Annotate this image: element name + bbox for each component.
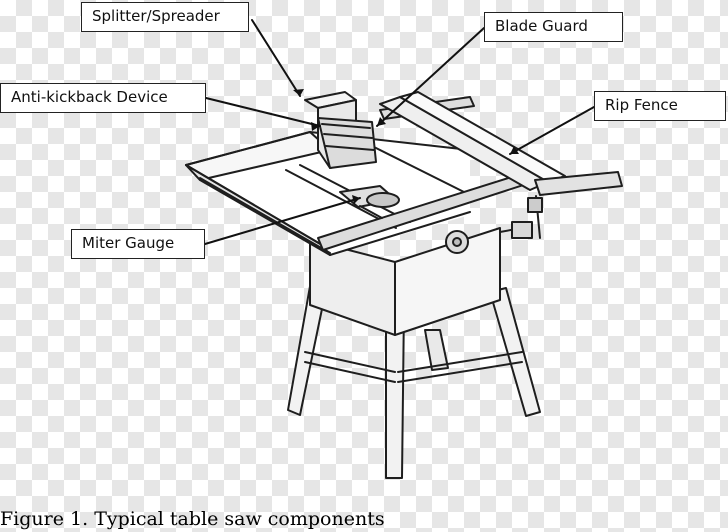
figure-caption: Figure 1. Typical table saw components — [0, 508, 385, 530]
label-blade-guard: Blade Guard — [484, 12, 623, 42]
blade-guard-drawing — [304, 91, 377, 169]
label-rip-fence: Rip Fence — [594, 91, 726, 121]
saw-legs — [287, 274, 541, 479]
label-splitter-spreader: Splitter/Spreader — [81, 2, 249, 32]
rip-fence-drawing — [379, 91, 623, 239]
leader-lines — [204, 19, 595, 245]
label-miter-gauge: Miter Gauge — [71, 229, 205, 259]
saw-cabinet — [309, 221, 533, 336]
label-anti-kickback-device: Anti-kickback Device — [0, 83, 206, 113]
